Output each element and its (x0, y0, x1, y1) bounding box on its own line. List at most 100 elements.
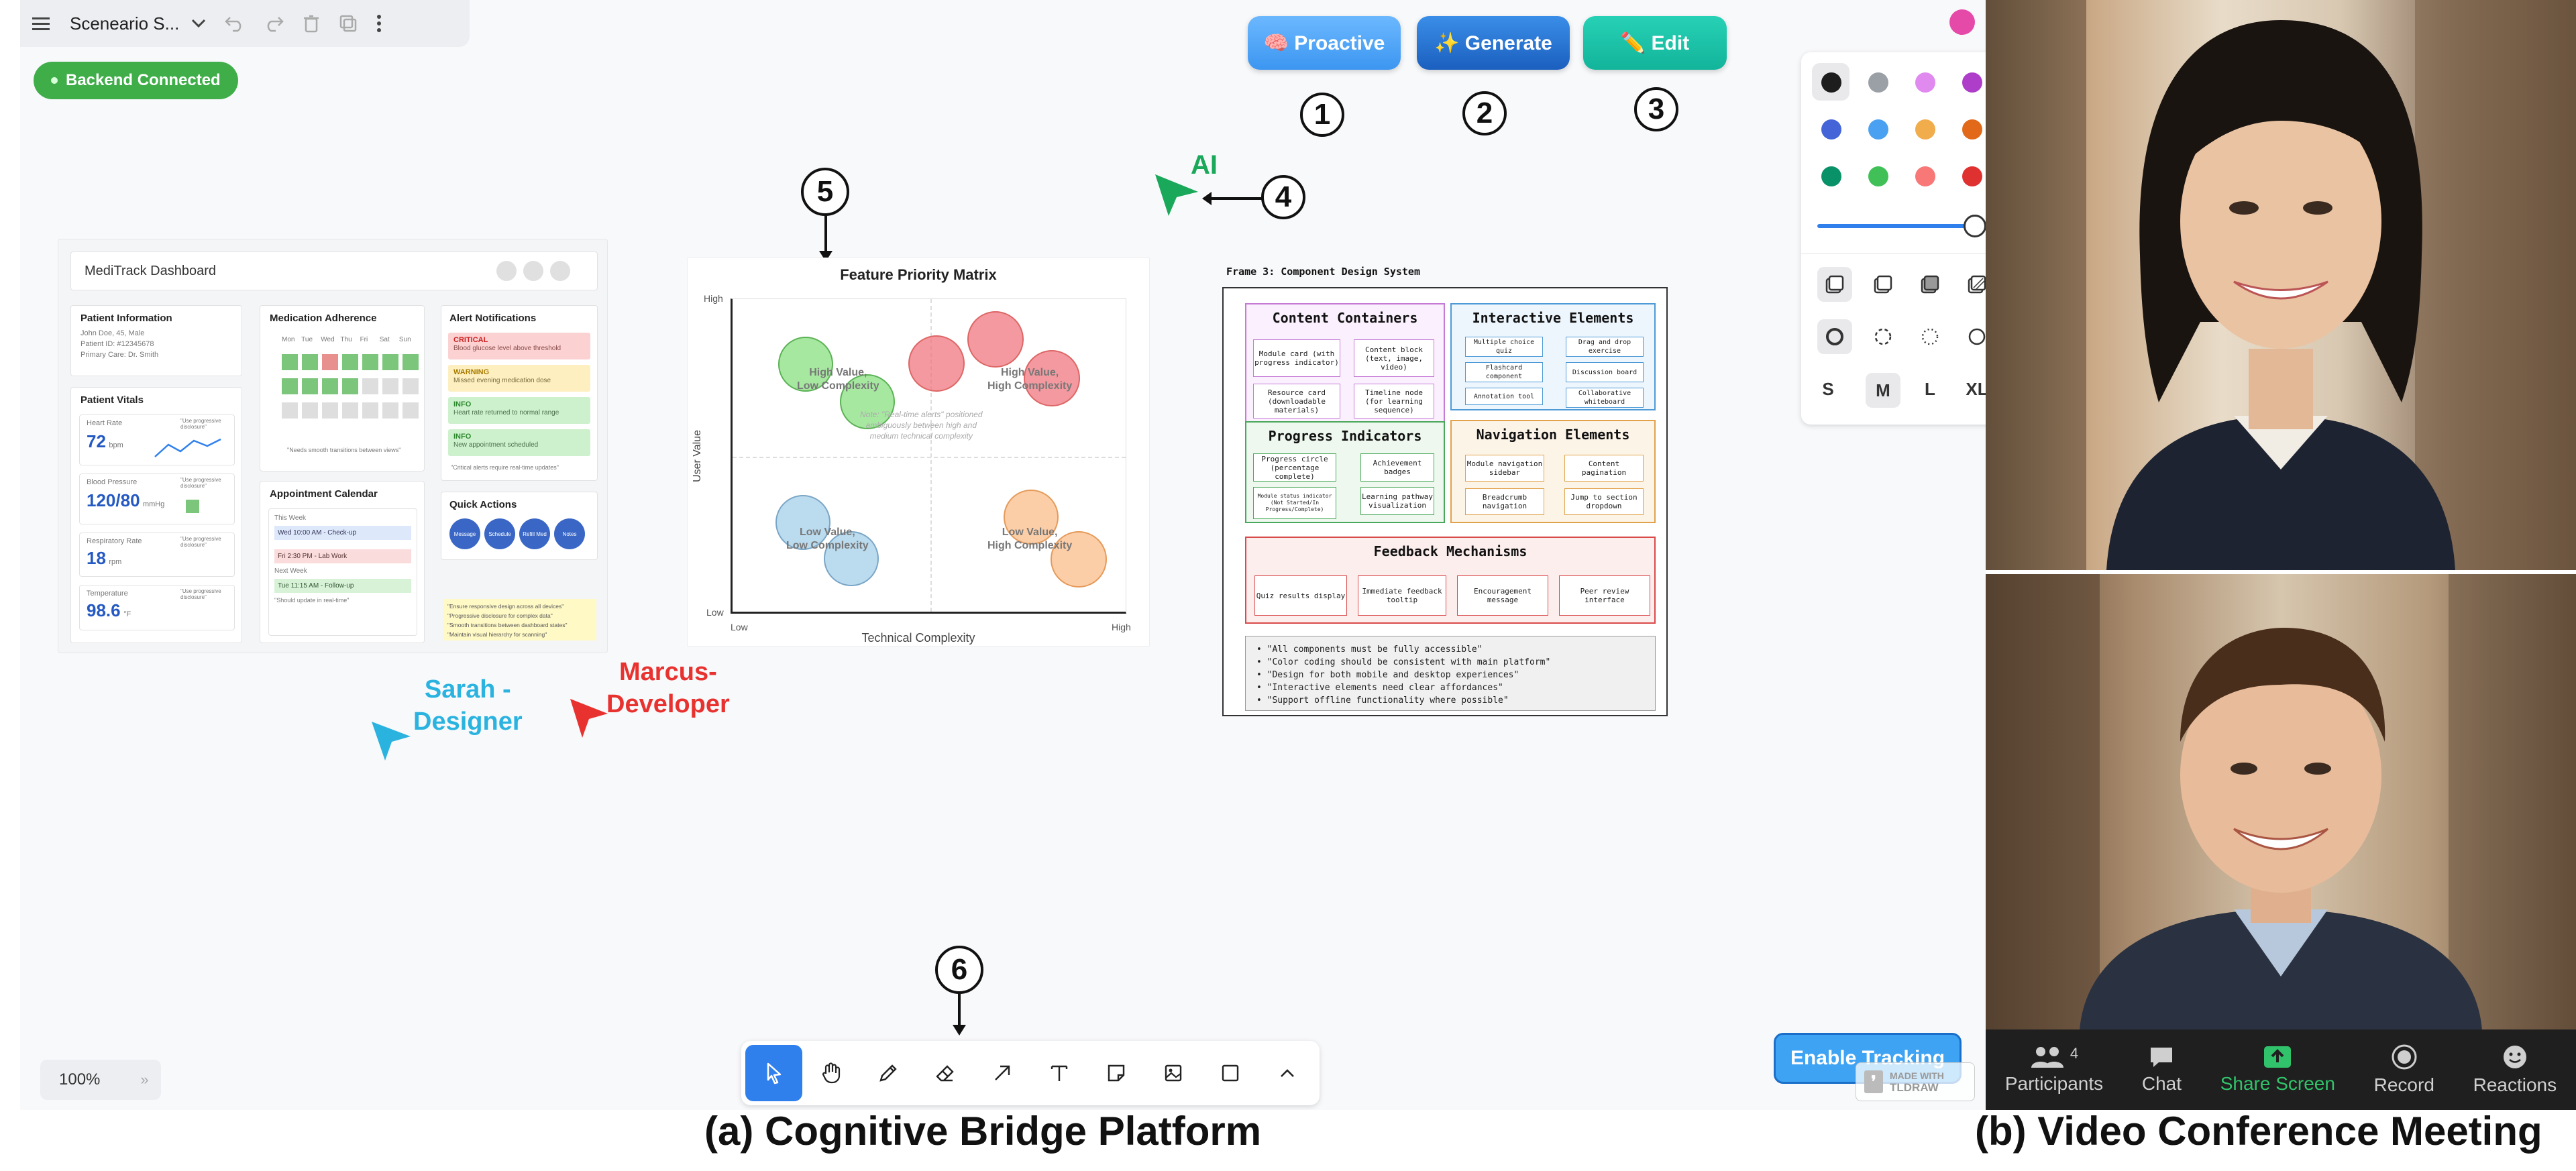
header-circle[interactable] (550, 261, 570, 281)
stroke-draw-icon[interactable] (1817, 319, 1852, 354)
color-swatch-light-red[interactable] (1915, 166, 1935, 186)
stroke-dotted-icon[interactable] (1918, 325, 1942, 349)
color-swatch-violet[interactable] (1962, 72, 1982, 93)
color-swatch-light-green[interactable] (1868, 166, 1888, 186)
quick-action-notes[interactable]: Notes (554, 518, 585, 549)
component-item[interactable]: Learning pathway visualization (1360, 487, 1434, 515)
arrow-tool[interactable] (973, 1045, 1030, 1101)
more-options-icon[interactable] (376, 14, 382, 33)
bubble[interactable] (908, 335, 965, 392)
video-tile-participant-1[interactable] (1986, 0, 2576, 570)
color-swatch-light-blue[interactable] (1868, 119, 1888, 140)
component-item[interactable]: Jump to section dropdown (1564, 488, 1644, 515)
size-s-button[interactable]: S (1822, 378, 1834, 399)
component-item[interactable]: Resource card (downloadable materials) (1253, 384, 1340, 419)
share-screen-button[interactable]: Share Screen (2220, 1045, 2335, 1095)
component-item[interactable]: Quiz results display (1254, 575, 1347, 616)
bubble[interactable] (824, 531, 879, 586)
component-item[interactable]: Progress circle (percentage complete) (1253, 453, 1336, 482)
header-circle[interactable] (496, 261, 517, 281)
color-swatch-green[interactable] (1821, 166, 1841, 186)
proactive-button[interactable]: 🧠 Proactive (1248, 16, 1401, 70)
hamburger-menu-icon[interactable] (32, 15, 51, 32)
size-l-button[interactable]: L (1925, 378, 1935, 399)
component-item[interactable]: Module status indicator (Not Started/In … (1253, 487, 1336, 519)
chat-button[interactable]: Chat (2142, 1045, 2182, 1095)
calendar-event[interactable]: Wed 10:00 AM - Check-up (274, 526, 411, 540)
stroke-dashed-icon[interactable] (1871, 325, 1895, 349)
record-button[interactable]: Record (2374, 1044, 2434, 1096)
rectangle-tool[interactable] (1201, 1045, 1258, 1101)
zoom-control[interactable]: 100% » (40, 1060, 161, 1100)
component-item[interactable]: Annotation tool (1465, 388, 1543, 405)
component-item[interactable]: Encouragement message (1457, 575, 1548, 616)
quick-action-schedule[interactable]: Schedule (484, 518, 515, 549)
bubble[interactable] (1024, 350, 1080, 406)
eraser-tool[interactable] (916, 1045, 973, 1101)
component-item[interactable]: Discussion board (1566, 362, 1644, 382)
component-item[interactable]: Immediate feedback tooltip (1358, 575, 1446, 616)
double-chevron-right-icon[interactable]: » (140, 1071, 149, 1088)
select-tool[interactable] (745, 1045, 802, 1101)
fill-pattern-icon[interactable] (1965, 272, 1986, 296)
header-circle[interactable] (523, 261, 543, 281)
draw-tool[interactable] (859, 1045, 916, 1101)
dashboard-frame[interactable]: MediTrack Dashboard Patient Information … (58, 239, 608, 653)
stroke-solid-icon[interactable] (1965, 325, 1986, 349)
undo-icon[interactable] (225, 15, 245, 32)
component-item[interactable]: Breadcrumb navigation (1465, 488, 1544, 515)
size-m-button[interactable]: M (1866, 373, 1900, 408)
opacity-slider-thumb[interactable] (1964, 215, 1986, 237)
size-xl-button[interactable]: XL (1966, 378, 1986, 399)
hand-tool[interactable] (802, 1045, 859, 1101)
color-swatch-blue[interactable] (1821, 119, 1841, 140)
color-swatch-orange[interactable] (1962, 119, 1982, 140)
calendar-event[interactable]: Tue 11:15 AM - Follow-up (274, 579, 411, 593)
fill-solid-icon[interactable] (1918, 272, 1942, 296)
bubble[interactable] (967, 311, 1024, 368)
feature-priority-matrix[interactable]: Feature Priority Matrix High Value,Low C… (687, 258, 1150, 647)
component-item[interactable]: Multiple choice quiz (1465, 337, 1543, 357)
text-tool[interactable] (1030, 1045, 1087, 1101)
video-tile-participant-2[interactable] (1986, 574, 2576, 1030)
whiteboard-canvas[interactable]: Sceneario S... Backend Connected 🧠 Proac… (20, 0, 1986, 1110)
color-swatch-light-violet[interactable] (1915, 72, 1935, 93)
trash-icon[interactable] (303, 14, 320, 33)
color-swatch-red[interactable] (1962, 166, 1982, 186)
edit-button[interactable]: ✏️ Edit (1583, 16, 1727, 70)
duplicate-icon[interactable] (339, 14, 358, 33)
component-item[interactable]: Content pagination (1564, 455, 1644, 482)
bubble[interactable] (1004, 490, 1059, 545)
component-item[interactable]: Achievement badges (1360, 453, 1434, 482)
image-tool[interactable] (1144, 1045, 1201, 1101)
user-presence-dot[interactable] (1949, 9, 1975, 35)
component-item[interactable]: Drag and drop exercise (1566, 337, 1644, 357)
component-item[interactable]: Flashcard component (1465, 362, 1543, 382)
fill-semi-icon[interactable] (1871, 272, 1895, 296)
calendar-event[interactable]: Fri 2:30 PM - Lab Work (274, 549, 411, 563)
bubble[interactable] (775, 495, 830, 550)
reactions-button[interactable]: Reactions (2473, 1044, 2557, 1096)
fill-none-icon[interactable] (1817, 267, 1852, 302)
more-tools-button[interactable] (1258, 1045, 1316, 1101)
quick-action-message[interactable]: Message (449, 518, 480, 549)
bubble[interactable] (778, 337, 833, 392)
generate-button[interactable]: ✨ Generate (1417, 16, 1570, 70)
file-name-dropdown[interactable]: Sceneario S... (70, 13, 206, 34)
component-item[interactable]: Module navigation sidebar (1465, 455, 1544, 482)
opacity-slider[interactable] (1817, 224, 1972, 228)
component-item[interactable]: Content block (text, image, video) (1354, 339, 1434, 377)
participants-button[interactable]: 4 Participants (2004, 1045, 2104, 1094)
color-swatch-yellow[interactable] (1915, 119, 1935, 140)
color-swatch-grey[interactable] (1868, 72, 1888, 93)
component-design-system[interactable]: Content Containers Module card (with pro… (1222, 287, 1668, 716)
component-item[interactable]: Module card (with progress indicator) (1253, 339, 1340, 377)
component-item[interactable]: Peer review interface (1559, 575, 1650, 616)
quick-action-refill[interactable]: Refill Med (519, 518, 550, 549)
note-tool[interactable] (1087, 1045, 1144, 1101)
